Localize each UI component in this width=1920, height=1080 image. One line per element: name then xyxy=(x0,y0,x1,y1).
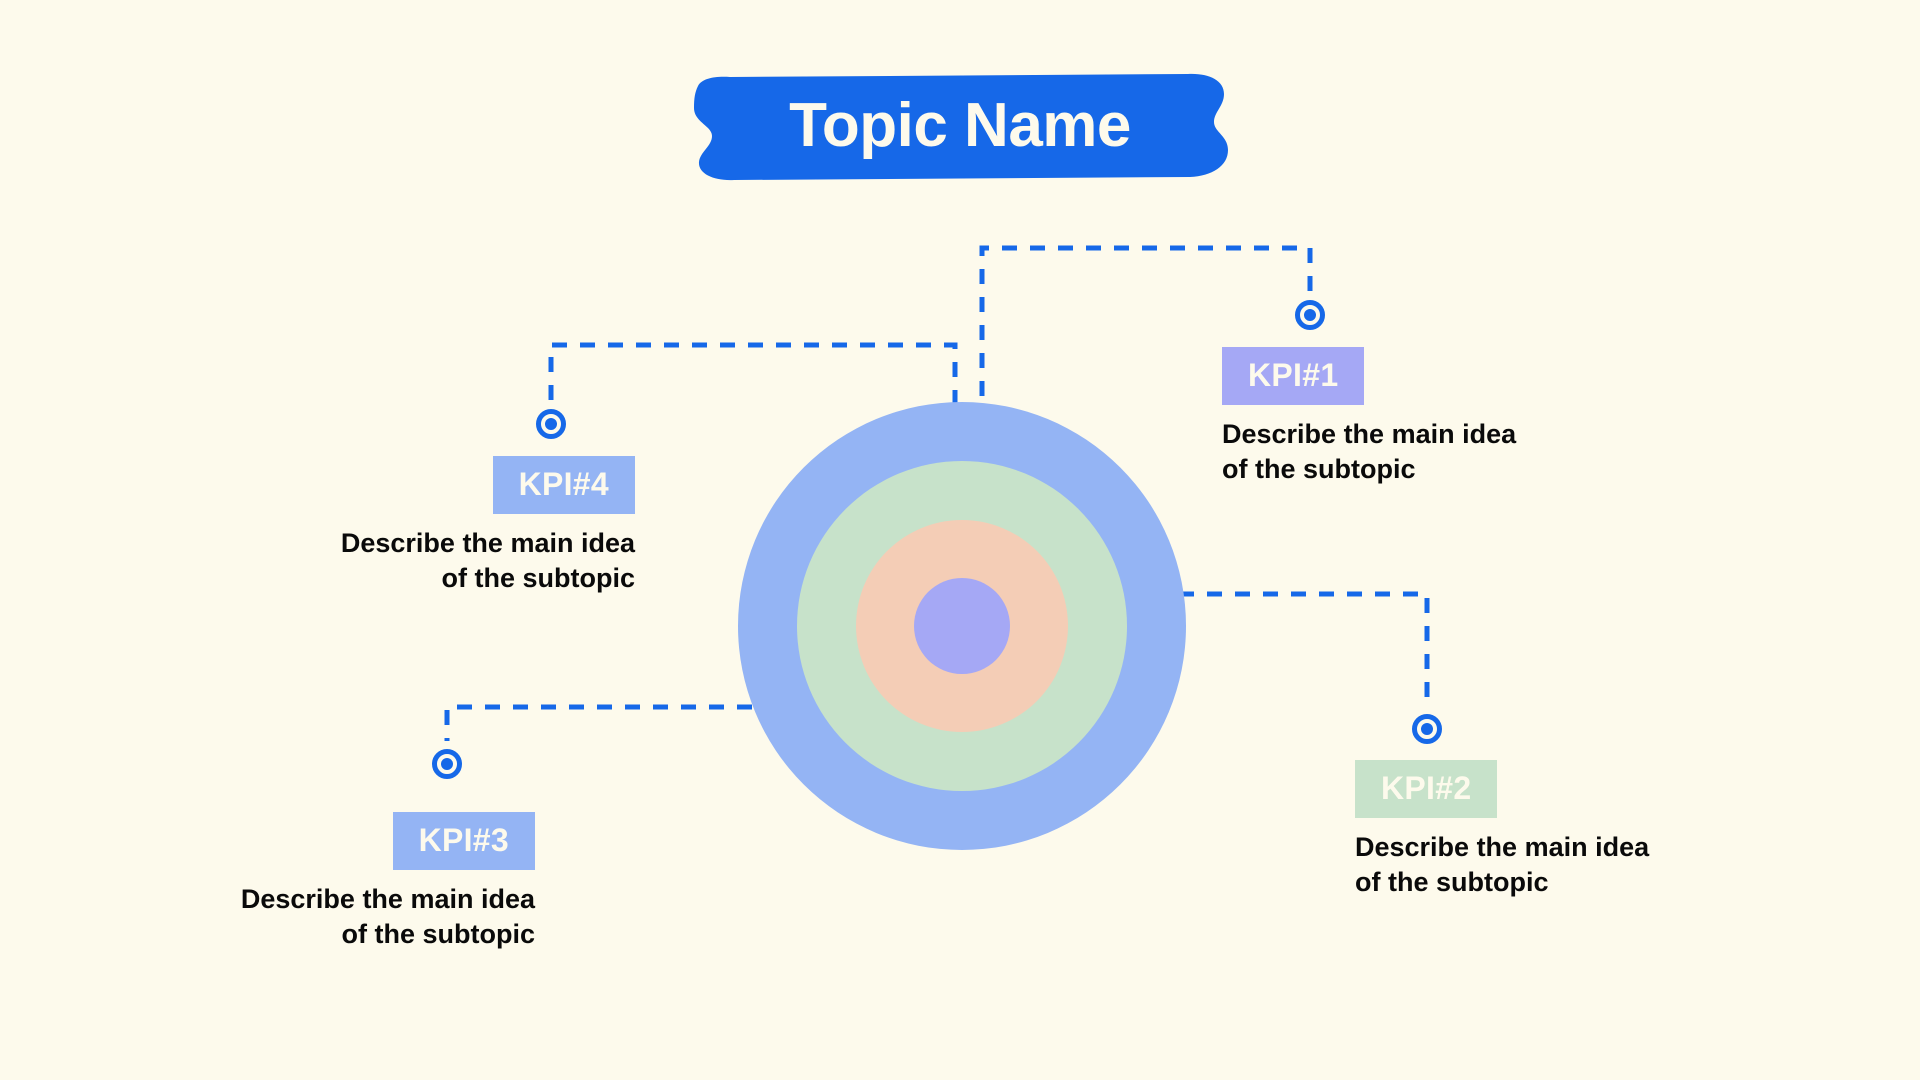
kpi-badge-4[interactable]: KPI#4 xyxy=(492,456,635,514)
kpi-description-3: Describe the main idea of the subtopic xyxy=(240,884,535,949)
title-banner-brush-shape xyxy=(694,73,1228,181)
page-title: Topic Name xyxy=(789,90,1131,160)
connector-marker-kpi-4[interactable] xyxy=(536,409,566,439)
connector-line-kpi-3 xyxy=(444,704,780,741)
kpi-badge-1[interactable]: KPI#1 xyxy=(1222,347,1365,405)
kpi-block-3: KPI#3 Describe the main idea of the subt… xyxy=(75,812,535,951)
kpi-block-4: KPI#4 Describe the main idea of the subt… xyxy=(185,456,635,595)
connector-marker-kpi-1[interactable] xyxy=(1295,300,1325,330)
concentric-target-diagram xyxy=(738,402,1186,850)
kpi-block-2: KPI#2 Describe the main idea of the subt… xyxy=(1355,760,1825,899)
title-banner: Topic Name xyxy=(668,72,1252,182)
kpi-block-1: KPI#1 Describe the main idea of the subt… xyxy=(1222,347,1692,486)
connector-marker-kpi-2[interactable] xyxy=(1412,714,1442,744)
kpi-description-2: Describe the main idea of the subtopic xyxy=(1355,832,1650,897)
connector-marker-kpi-3[interactable] xyxy=(432,749,462,779)
kpi-badge-2[interactable]: KPI#2 xyxy=(1355,760,1498,818)
kpi-description-1: Describe the main idea of the subtopic xyxy=(1222,419,1517,484)
kpi-description-4: Describe the main idea of the subtopic xyxy=(340,528,635,593)
kpi-badge-3[interactable]: KPI#3 xyxy=(392,812,535,870)
core-circle xyxy=(914,578,1010,674)
